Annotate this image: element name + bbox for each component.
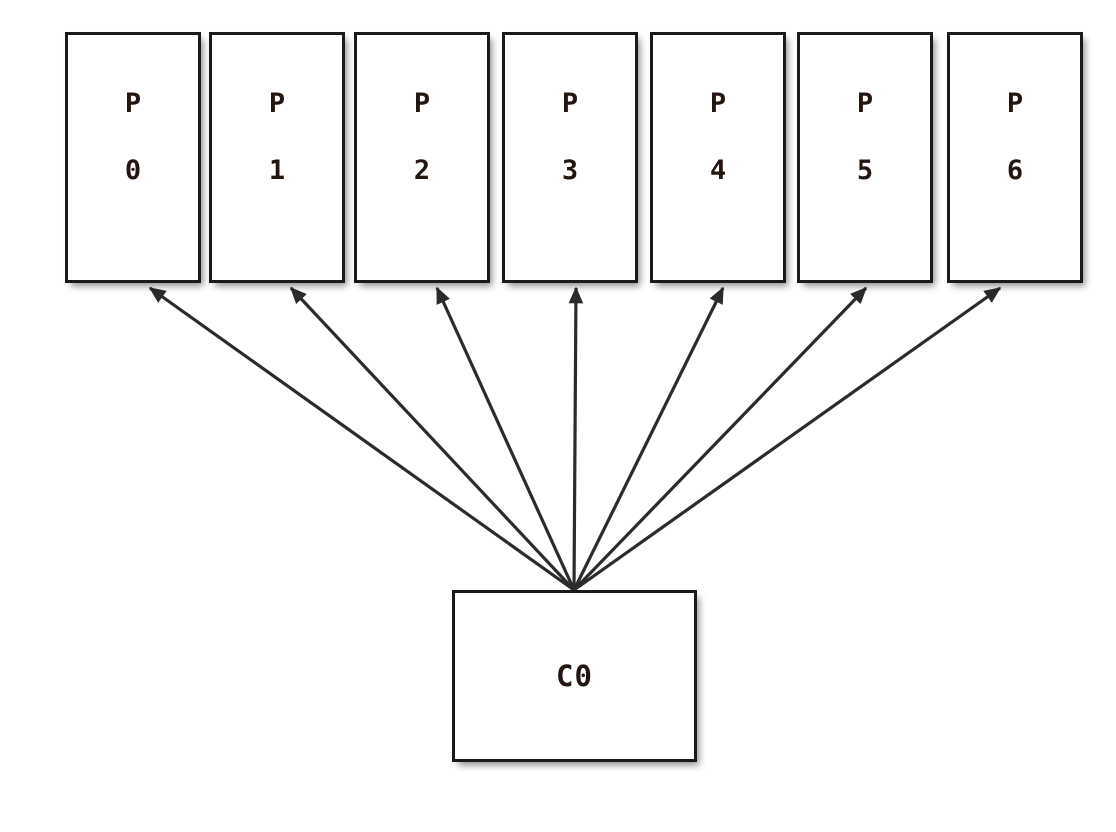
- edge-c0-to-p5: [572, 286, 868, 592]
- process-node-p0[interactable]: P 0: [65, 32, 201, 283]
- controller-node-label: C0: [556, 659, 593, 693]
- process-node-label: P 5: [856, 88, 874, 186]
- process-node-p5[interactable]: P 5: [797, 32, 933, 283]
- edge-c0-to-p0: [148, 286, 575, 592]
- process-node-p1[interactable]: P 1: [209, 32, 345, 283]
- process-node-label: P 2: [413, 88, 431, 186]
- process-node-label: P 4: [709, 88, 727, 186]
- process-node-label: P 1: [268, 88, 286, 186]
- edge-c0-to-p2: [435, 286, 576, 591]
- process-node-p4[interactable]: P 4: [650, 32, 786, 283]
- controller-node-c0[interactable]: C0: [452, 590, 697, 762]
- edge-c0-to-p4: [572, 286, 725, 591]
- process-node-p6[interactable]: P 6: [947, 32, 1083, 283]
- edge-c0-to-p6: [573, 286, 1002, 592]
- process-node-label: P 3: [561, 88, 579, 186]
- edge-c0-to-p3: [568, 286, 584, 591]
- process-node-label: P 6: [1006, 88, 1024, 186]
- process-node-p2[interactable]: P 2: [354, 32, 490, 283]
- process-node-label: P 0: [124, 88, 142, 186]
- process-node-p3[interactable]: P 3: [502, 32, 638, 283]
- edge-c0-to-p1: [289, 286, 576, 592]
